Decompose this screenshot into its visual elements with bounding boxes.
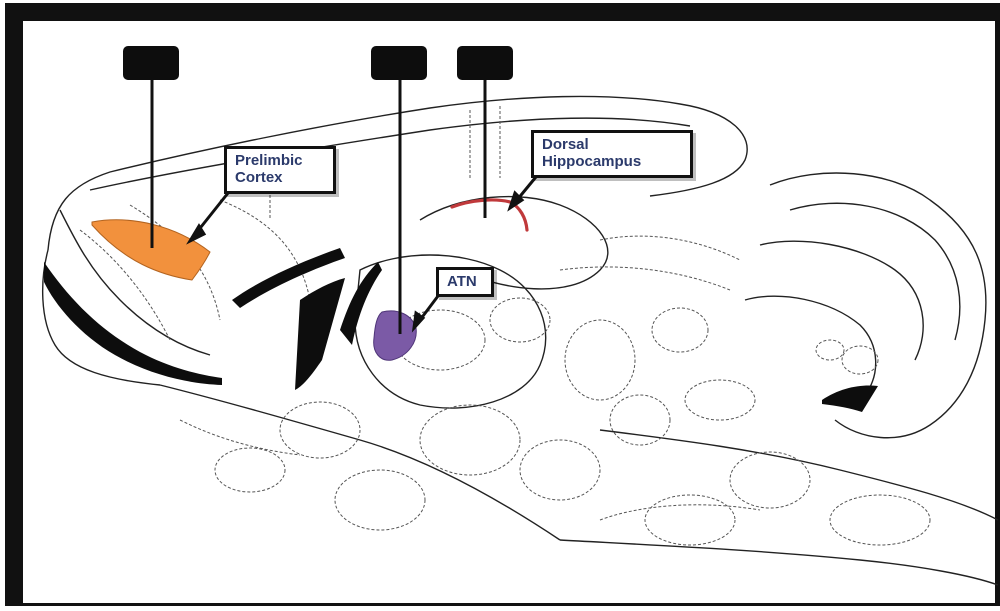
tag-box-atn bbox=[371, 46, 427, 80]
hippocampus-label-line2: Hippocampus bbox=[542, 153, 682, 170]
prelimbic-label-line2: Cortex bbox=[235, 169, 325, 186]
hippocampus-label-line1: Dorsal bbox=[542, 136, 682, 153]
atn-label: ATN bbox=[436, 267, 494, 297]
atn-label-line1: ATN bbox=[447, 273, 483, 290]
tag-box-hippocampus bbox=[457, 46, 513, 80]
prelimbic-cortex-label: Prelimbic Cortex bbox=[224, 146, 336, 194]
prelimbic-label-line1: Prelimbic bbox=[235, 152, 325, 169]
dorsal-hippocampus-label: Dorsal Hippocampus bbox=[531, 130, 693, 178]
tag-box-prelimbic bbox=[123, 46, 179, 80]
